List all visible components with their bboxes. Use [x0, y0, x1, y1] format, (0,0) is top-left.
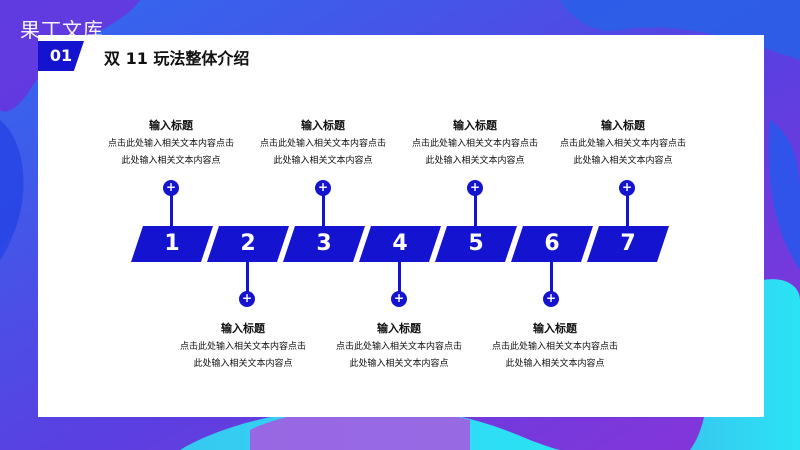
connector-line — [474, 188, 477, 228]
top-info-block: 输入标题 点击此处输入相关文本内容点击 此处输入相关文本内容点 — [248, 118, 398, 170]
connector-line — [626, 188, 629, 228]
step-number: 1 — [164, 231, 180, 256]
step-number: 5 — [468, 231, 484, 256]
info-body-line: 点击此处输入相关文本内容点击 — [491, 342, 618, 352]
info-body-line: 此处输入相关文本内容点 — [193, 359, 293, 369]
top-info-block: 输入标题 点击此处输入相关文本内容点击 此处输入相关文本内容点 — [548, 118, 698, 170]
step-number: 7 — [620, 231, 636, 256]
plus-circle-icon: + — [543, 291, 559, 307]
timeline-step-3: 3 — [283, 226, 365, 262]
step-shape — [207, 226, 289, 262]
info-body-line: 点击此处输入相关文本内容点击 — [259, 139, 386, 149]
top-info-block: 输入标题 点击此处输入相关文本内容点击 此处输入相关文本内容点 — [400, 118, 550, 170]
bottom-info-block: 输入标题 点击此处输入相关文本内容点击 此处输入相关文本内容点 — [168, 321, 318, 373]
info-body-line: 此处输入相关文本内容点 — [121, 156, 221, 166]
connector-line — [322, 188, 325, 228]
info-body-line: 此处输入相关文本内容点 — [573, 156, 673, 166]
info-heading: 输入标题 — [453, 119, 497, 132]
info-body-line: 点击此处输入相关文本内容点击 — [559, 139, 686, 149]
timeline-step-7: 7 — [587, 226, 669, 262]
connector-line — [398, 260, 401, 298]
timeline-step-5: 5 — [435, 226, 517, 262]
info-body-line: 此处输入相关文本内容点 — [505, 359, 605, 369]
connector-line — [246, 260, 249, 298]
info-heading: 输入标题 — [149, 119, 193, 132]
step-shape — [131, 226, 213, 262]
plus-circle-icon: + — [467, 180, 483, 196]
step-shape — [359, 226, 441, 262]
connector-line — [170, 188, 173, 228]
bottom-info-block: 输入标题 点击此处输入相关文本内容点击 此处输入相关文本内容点 — [324, 321, 474, 373]
info-body-line: 点击此处输入相关文本内容点击 — [411, 139, 538, 149]
info-heading: 输入标题 — [301, 119, 345, 132]
timeline-step-1: 1 — [131, 226, 213, 262]
step-shape — [587, 226, 669, 262]
step-shape — [435, 226, 517, 262]
info-body-line: 点击此处输入相关文本内容点击 — [179, 342, 306, 352]
timeline-step-2: 2 — [207, 226, 289, 262]
info-body-line: 此处输入相关文本内容点 — [349, 359, 449, 369]
step-number: 6 — [544, 231, 560, 256]
step-shape — [283, 226, 365, 262]
info-body-line: 此处输入相关文本内容点 — [425, 156, 525, 166]
plus-circle-icon: + — [239, 291, 255, 307]
info-heading: 输入标题 — [377, 322, 421, 335]
page-title: 双 11 玩法整体介绍 — [104, 49, 250, 68]
timeline-step-6: 6 — [511, 226, 593, 262]
info-heading: 输入标题 — [221, 322, 265, 335]
timeline-step-4: 4 — [359, 226, 441, 262]
plus-circle-icon: + — [391, 291, 407, 307]
step-number: 3 — [316, 231, 332, 256]
bottom-info-block: 输入标题 点击此处输入相关文本内容点击 此处输入相关文本内容点 — [480, 321, 630, 373]
step-shape — [511, 226, 593, 262]
connector-line — [550, 260, 553, 298]
plus-circle-icon: + — [163, 180, 179, 196]
top-info-block: 输入标题 点击此处输入相关文本内容点击 此处输入相关文本内容点 — [96, 118, 246, 170]
info-body-line: 此处输入相关文本内容点 — [273, 156, 373, 166]
info-heading: 输入标题 — [601, 119, 645, 132]
info-heading: 输入标题 — [533, 322, 577, 335]
plus-circle-icon: + — [315, 180, 331, 196]
step-number: 2 — [240, 231, 256, 256]
step-number: 4 — [392, 231, 408, 256]
plus-circle-icon: + — [619, 180, 635, 196]
info-body-line: 点击此处输入相关文本内容点击 — [335, 342, 462, 352]
info-body-line: 点击此处输入相关文本内容点击 — [107, 139, 234, 149]
